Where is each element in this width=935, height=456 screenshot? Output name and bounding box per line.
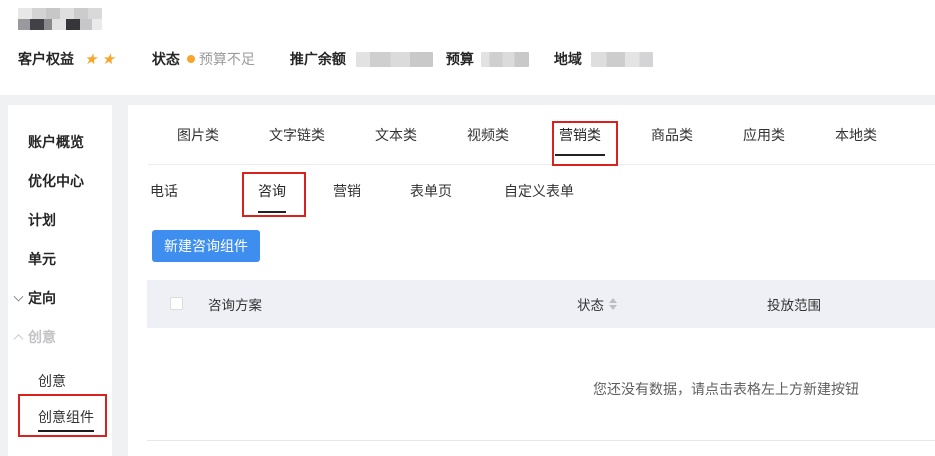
status-value: 预算不足 (198, 51, 255, 67)
tab-video[interactable]: 视频类 (467, 126, 509, 143)
annotation-box-marketing-tab (552, 121, 618, 166)
tab-app[interactable]: 应用类 (743, 126, 785, 143)
region-field: 地域 (554, 49, 653, 69)
status-dot-icon (186, 55, 195, 63)
annotation-box-consult-subtab (242, 172, 306, 217)
star-icon (84, 51, 97, 67)
subtab-consult[interactable]: 咨询 (258, 183, 286, 213)
sidebar-item-label: 优化中心 (28, 172, 84, 189)
sidebar-item-creative-group[interactable]: 创意 (8, 317, 112, 356)
select-all-checkbox[interactable] (170, 297, 183, 310)
balance-field: 推广余额 (290, 49, 433, 69)
redacted-account-name (18, 8, 102, 30)
redacted-budget-value (480, 51, 529, 67)
tab-marketing[interactable]: 营销类 (555, 126, 605, 156)
balance-label: 推广余额 (289, 51, 346, 67)
subtab-marketing[interactable]: 营销 (333, 183, 361, 199)
account-header: 客户权益 状态 预算不足 推广余额 预算 地域 (0, 0, 935, 95)
sidebar-item-label: 单元 (28, 250, 56, 267)
column-status[interactable]: 状态 (577, 294, 617, 314)
star-rating (84, 51, 115, 67)
sidebar-item-label: 定向 (28, 289, 56, 306)
sort-icon[interactable] (609, 298, 617, 310)
bottom-divider (147, 440, 935, 441)
status-field: 状态 预算不足 (152, 49, 255, 69)
sidebar-item-plan[interactable]: 计划 (8, 200, 112, 239)
sidebar-item-creative[interactable]: 创意 (8, 361, 112, 400)
secondary-tab-bar: 电话 咨询 营销 表单页 自定义表单 (128, 165, 935, 217)
account-info-row: 客户权益 状态 预算不足 推广余额 预算 地域 (18, 48, 653, 70)
sidebar-item-label: 计划 (28, 211, 56, 228)
main-panel: 图片类 文字链类 文本类 视频类 营销类 商品类 应用类 本地类 电话 咨询 营… (128, 105, 935, 456)
sidebar-item-label: 创意组件 (38, 407, 94, 432)
primary-tab-bar: 图片类 文字链类 文本类 视频类 营销类 商品类 应用类 本地类 (148, 105, 935, 165)
sidebar-item-label: 创意 (28, 328, 56, 345)
budget-label: 预算 (445, 51, 474, 67)
column-consult-plan: 咨询方案 (208, 298, 262, 313)
new-consult-component-button[interactable]: 新建咨询组件 (152, 230, 260, 262)
subtab-phone[interactable]: 电话 (150, 183, 178, 199)
chevron-up-icon (13, 333, 24, 344)
table-header: 咨询方案 状态 投放范围 (147, 280, 935, 328)
tab-product[interactable]: 商品类 (651, 126, 693, 143)
column-delivery-scope: 投放范围 (767, 298, 821, 313)
subtab-custom-form[interactable]: 自定义表单 (504, 183, 574, 199)
sidebar-item-creative-component[interactable]: 创意组件 (8, 400, 112, 439)
empty-state-text: 您还没有数据，请点击表格左上方新建按钮 (593, 381, 859, 397)
subtab-form-page[interactable]: 表单页 (410, 183, 452, 199)
tab-image[interactable]: 图片类 (177, 126, 219, 143)
column-status-label: 状态 (577, 298, 604, 313)
customer-rights-label: 客户权益 (18, 51, 74, 67)
customer-rights-field: 客户权益 (18, 49, 115, 69)
sidebar-item-label: 账户概览 (28, 133, 84, 150)
sidebar-item-unit[interactable]: 单元 (8, 239, 112, 278)
tab-local[interactable]: 本地类 (835, 126, 877, 143)
status-label: 状态 (151, 51, 180, 67)
budget-field: 预算 (446, 49, 529, 69)
sidebar-item-optimization-center[interactable]: 优化中心 (8, 161, 112, 200)
tab-text[interactable]: 文本类 (375, 126, 417, 143)
tab-text-link[interactable]: 文字链类 (269, 126, 325, 143)
annotation-box-creative-component (18, 394, 107, 437)
chevron-down-icon (13, 291, 24, 302)
sidebar: 账户概览 优化中心 计划 单元 定向 创意 创意 创意组件 (8, 105, 112, 456)
sidebar-item-targeting[interactable]: 定向 (8, 278, 112, 317)
sidebar-item-account-overview[interactable]: 账户概览 (8, 122, 112, 161)
star-icon (101, 51, 114, 67)
redacted-balance-value (355, 51, 433, 67)
redacted-region-value (590, 51, 653, 67)
region-label: 地域 (553, 51, 582, 67)
sidebar-item-label: 创意 (38, 372, 66, 389)
